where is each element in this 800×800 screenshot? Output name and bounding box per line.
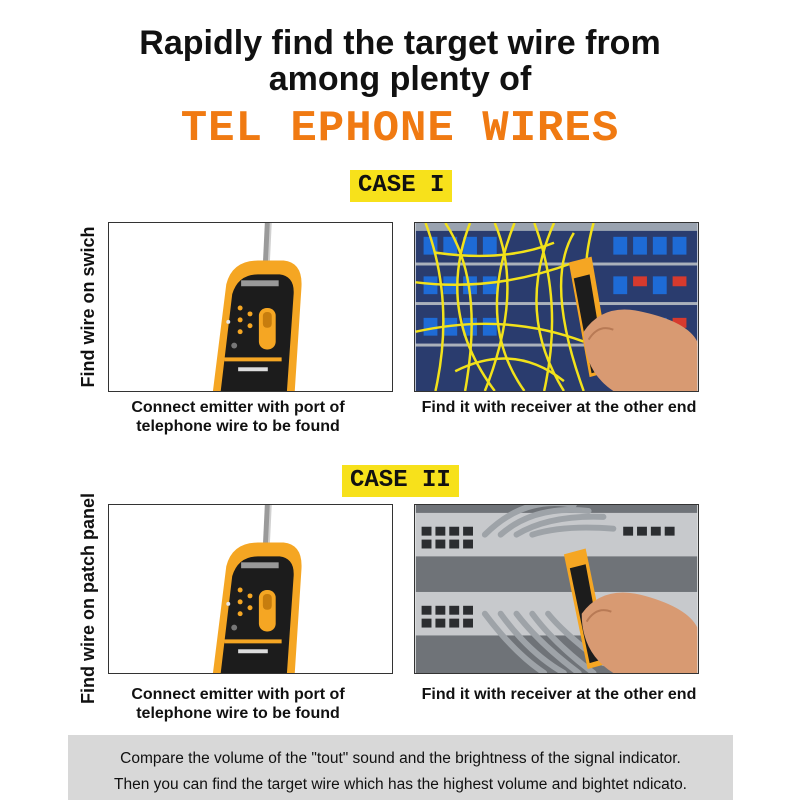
emitter-device-illustration-2 (109, 505, 392, 673)
title-line-1: Rapidly find the target wire from (139, 24, 661, 62)
case-2-emitter-image (108, 504, 393, 674)
case-1-emitter-image (108, 222, 393, 392)
footer-line-1: Compare the volume of the "tout" sound a… (120, 750, 681, 767)
case-2-right-caption: Find it with receiver at the other end (421, 686, 697, 703)
footer-line-2: Then you can find the target wire which … (114, 776, 687, 793)
case-1-right-caption: Find it with receiver at the other end (421, 399, 697, 416)
title-line-2: among plenty of (268, 60, 532, 98)
headline-telephone-wires: TEL EPHONE WIRES (180, 104, 620, 154)
patch-panel-illustration (415, 505, 698, 673)
footer-note: Compare the volume of the "tout" sound a… (68, 735, 733, 800)
case-2-side-label: Find wire on patch panel (78, 492, 98, 704)
case-2-left-caption-line-1: Connect emitter with port of (131, 686, 345, 703)
emitter-device-illustration (109, 223, 392, 391)
case-2-left-caption-line-2: telephone wire to be found (136, 705, 340, 722)
case-1-left-caption-line-1: Connect emitter with port of (131, 399, 345, 416)
case-2-patch-panel-photo (414, 504, 699, 674)
case-1-switch-photo (414, 222, 699, 392)
case-1-side-label: Find wire on swich (78, 226, 98, 388)
switch-with-wires-illustration (415, 223, 698, 391)
case-1-left-caption-line-2: telephone wire to be found (136, 418, 340, 435)
case-2-badge: CASE II (342, 465, 459, 497)
case-1-badge: CASE I (350, 170, 453, 202)
